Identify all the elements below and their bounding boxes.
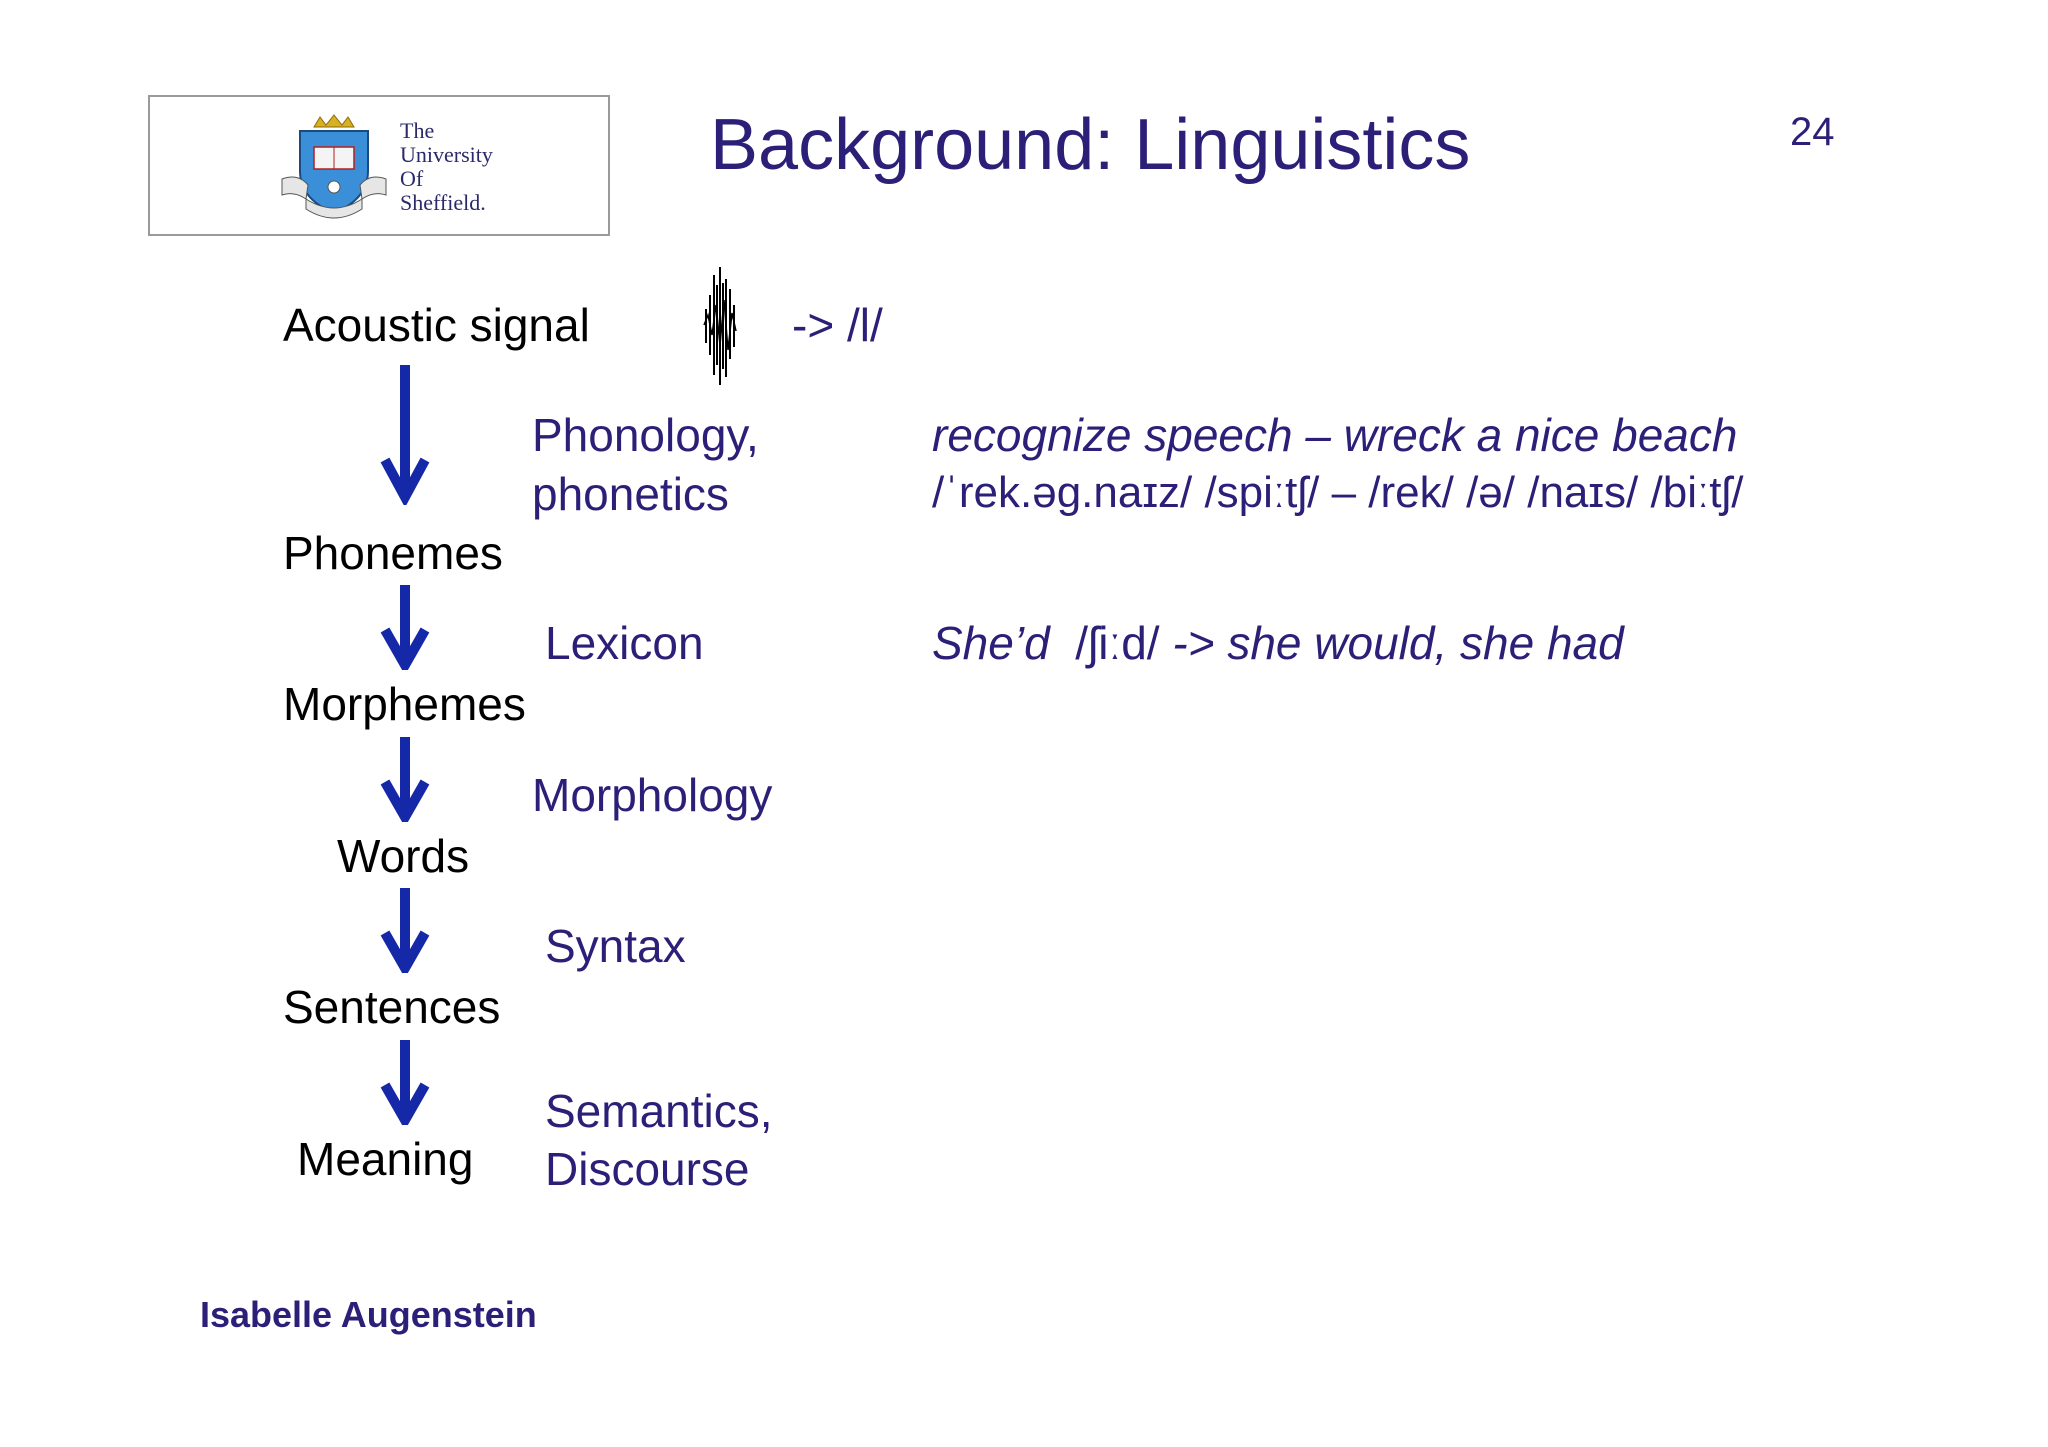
down-arrow-icon bbox=[380, 585, 430, 670]
example-shed: She’d /ʃiːd/ -> she would, she had bbox=[932, 616, 1624, 670]
university-name: The University Of Sheffield. bbox=[400, 119, 493, 215]
down-arrow-icon bbox=[380, 737, 430, 822]
level-phonemes: Phonemes bbox=[283, 527, 503, 579]
down-arrow-icon bbox=[380, 888, 430, 973]
example-shed-expansion: -> she would, she had bbox=[1172, 617, 1624, 669]
field-discourse: Discourse bbox=[545, 1143, 750, 1195]
level-words: Words bbox=[337, 830, 470, 882]
down-arrow-icon bbox=[380, 1040, 430, 1125]
field-lexicon: Lexicon bbox=[545, 617, 704, 669]
university-logo: The University Of Sheffield. bbox=[148, 95, 610, 236]
field-semantics: Semantics, bbox=[545, 1085, 773, 1137]
logo-line-the: The bbox=[400, 118, 435, 143]
down-arrow-icon bbox=[380, 365, 430, 505]
field-phonology: Phonology, bbox=[532, 409, 759, 461]
field-syntax: Syntax bbox=[545, 920, 686, 972]
university-crest-icon bbox=[281, 114, 387, 219]
logo-line-of: Of bbox=[400, 166, 424, 191]
logo-line-university: University bbox=[400, 142, 493, 167]
author-name: Isabelle Augenstein bbox=[200, 1294, 537, 1335]
level-sentences: Sentences bbox=[283, 981, 501, 1033]
logo-line-sheffield: Sheffield. bbox=[400, 190, 486, 215]
acoustic-arrow-text: -> /l/ bbox=[792, 299, 883, 351]
page-number: 24 bbox=[1790, 110, 1835, 154]
example-recognize-speech: recognize speech – wreck a nice beach bbox=[932, 409, 1738, 461]
level-meaning: Meaning bbox=[297, 1133, 474, 1185]
field-phonetics: phonetics bbox=[532, 468, 729, 520]
level-morphemes: Morphemes bbox=[283, 678, 526, 730]
waveform-icon bbox=[703, 267, 737, 385]
example-ipa-transcription: /ˈrek.əg.naɪz/ /spiːtʃ/ – /rek/ /ə/ /naɪ… bbox=[932, 468, 1744, 517]
slide-title: Background: Linguistics bbox=[710, 105, 1471, 185]
level-acoustic-signal: Acoustic signal bbox=[283, 299, 590, 351]
example-shed-word: She’d bbox=[932, 617, 1050, 669]
field-morphology: Morphology bbox=[532, 769, 773, 821]
example-shed-ipa: /ʃiːd/ bbox=[1075, 617, 1160, 669]
